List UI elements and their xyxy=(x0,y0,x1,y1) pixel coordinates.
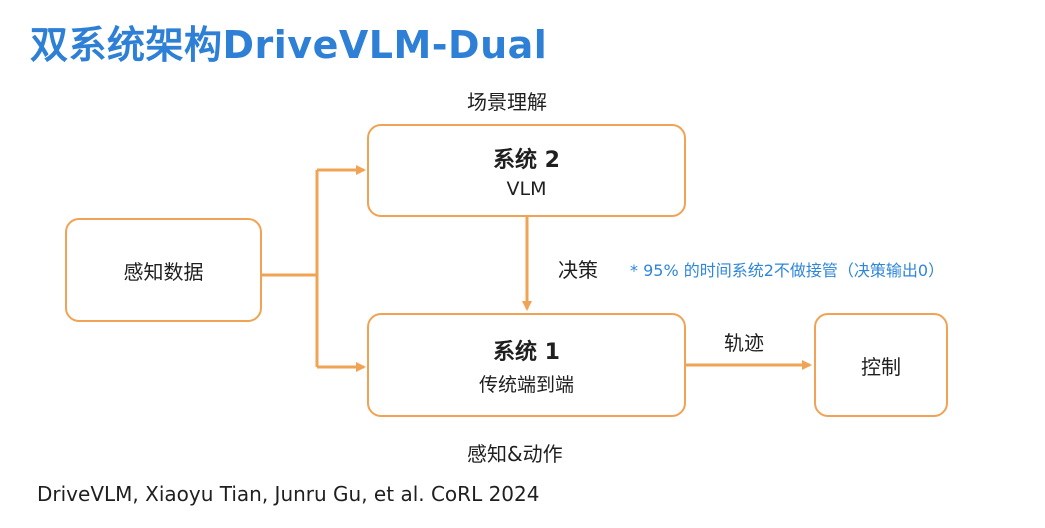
control-label: 控制 xyxy=(861,354,901,379)
trajectory-label: 轨迹 xyxy=(724,331,764,355)
scene-understanding-label: 场景理解 xyxy=(467,90,547,114)
system1-name: 系统 1 xyxy=(493,339,560,365)
system2-box: 系统 2 VLM xyxy=(367,124,686,217)
decision-label: 决策 xyxy=(558,258,598,282)
system2-name: 系统 2 xyxy=(493,147,560,173)
slide-title: 双系统架构DriveVLM-Dual xyxy=(30,23,548,67)
takeover-note: * 95% 的时间系统2不做接管（决策输出0） xyxy=(630,261,945,280)
system1-subtitle: 传统端到端 xyxy=(478,373,574,396)
system2-subtitle: VLM xyxy=(506,177,547,200)
control-box: 控制 xyxy=(814,313,948,417)
citation: DriveVLM, Xiaoyu Tian, Junru Gu, et al. … xyxy=(37,482,540,506)
system1-box: 系统 1 传统端到端 xyxy=(367,313,686,417)
perception-data-label: 感知数据 xyxy=(123,259,204,284)
perception-data-box: 感知数据 xyxy=(65,218,262,322)
perception-action-label: 感知&动作 xyxy=(467,442,563,466)
